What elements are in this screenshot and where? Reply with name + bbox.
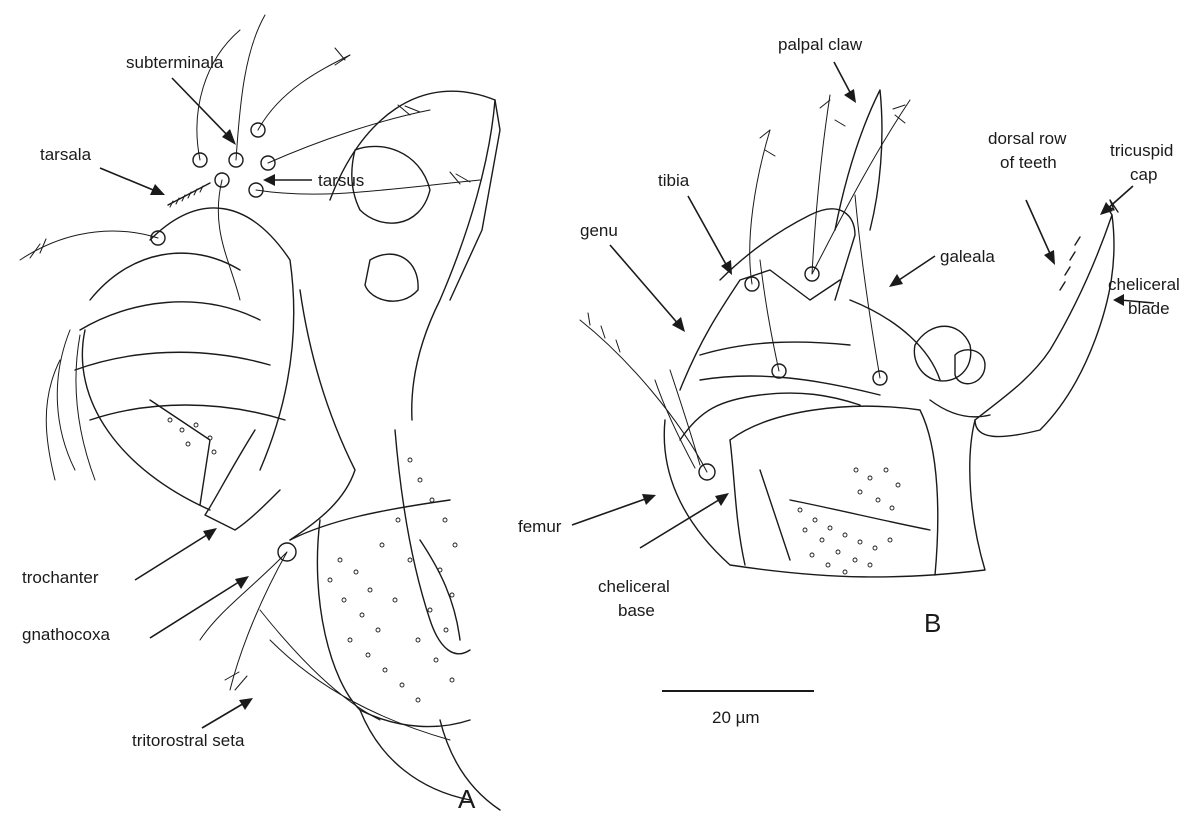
label-dorsal-row-line2: of teeth [1000,153,1057,172]
arrowhead-dorsal-row [1044,250,1055,265]
arrowhead-galeala [889,274,903,287]
arrow-galeala [896,256,935,282]
arrow-dorsal-row [1026,200,1052,258]
arrowhead-gnathocoxa [235,576,249,589]
arrow-gnathocoxa [150,580,242,638]
arrowhead-trochanter [203,528,217,541]
label-tricuspid-line2: cap [1130,165,1157,184]
label-cheliceral-blade-line2: blade [1128,299,1170,318]
label-tritorostral-seta: tritorostral seta [132,731,245,750]
label-tibia: tibia [658,171,690,190]
arrow-tricuspid-cap [1106,186,1133,210]
label-subterminala: subterminala [126,53,224,72]
label-cheliceral-base-line1: cheliceral [598,577,670,596]
arrowhead-cheliceral-base [715,493,729,506]
label-femur: femur [518,517,562,536]
arrow-subterminala [172,78,232,140]
label-galeala: galeala [940,247,995,266]
scale-bar: 20 µm [662,691,814,727]
arrowhead-tarsus [263,174,275,186]
arrow-tritorostral-seta [202,702,246,728]
arrow-tarsala [100,168,158,192]
label-cheliceral-blade-line1: cheliceral [1108,275,1180,294]
arrowhead-cheliceral-blade [1113,294,1124,306]
arrow-palpal-claw [834,62,852,96]
label-cheliceral-base-line2: base [618,601,655,620]
label-tricuspid-line1: tricuspid [1110,141,1173,160]
panel-label-b: B [924,608,941,638]
label-tarsus: tarsus [318,171,364,190]
scale-bar-label: 20 µm [712,708,760,727]
label-gnathocoxa: gnathocoxa [22,625,110,644]
panel-a-drawing [20,15,500,810]
pointer-arrows [100,62,1154,728]
label-genu: genu [580,221,618,240]
label-dorsal-row-line1: dorsal row [988,129,1067,148]
arrow-tibia [688,196,728,268]
panel-label-a: A [458,784,476,814]
label-tarsala: tarsala [40,145,92,164]
arrow-cheliceral-base [640,498,722,548]
label-trochanter: trochanter [22,568,99,587]
arrow-femur [572,498,648,525]
arrow-trochanter [135,533,210,580]
arrow-genu [610,245,680,326]
arrowhead-femur [642,494,656,505]
label-palpal-claw: palpal claw [778,35,863,54]
